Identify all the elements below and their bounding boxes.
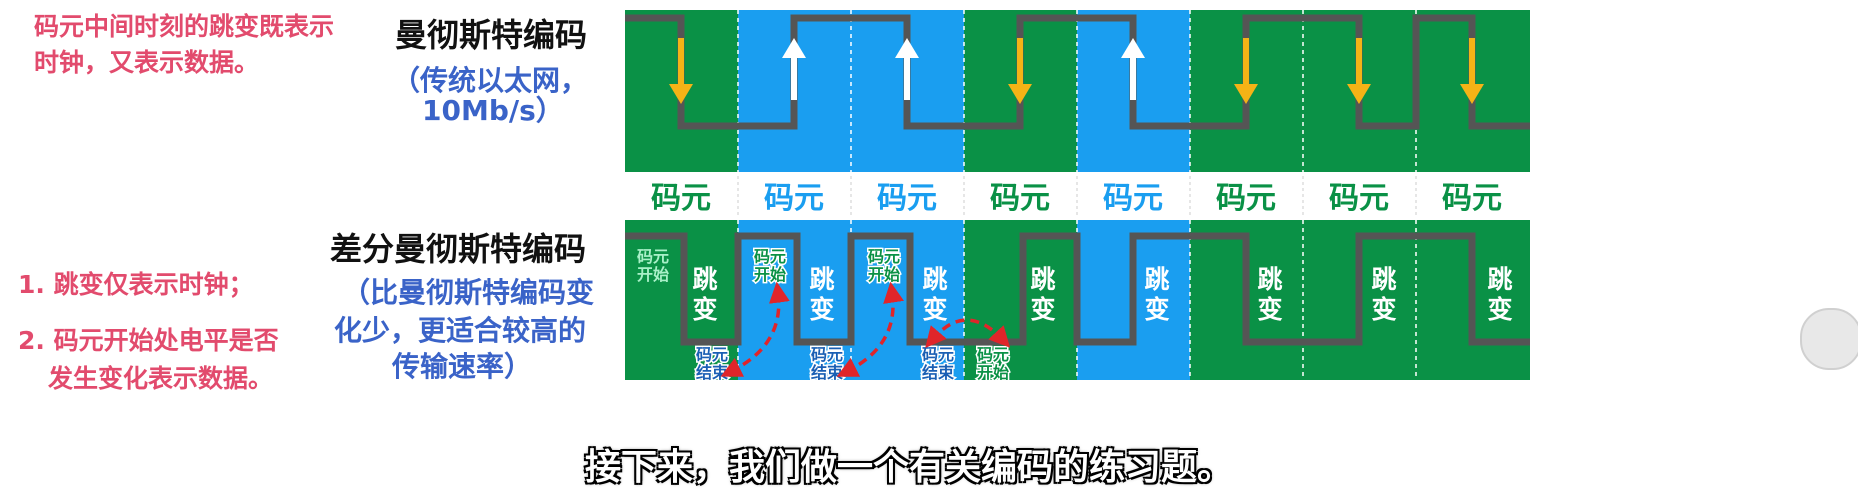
note-item1: 1. 跳变仅表示时钟； — [18, 270, 254, 299]
arrow-down-6 — [1234, 38, 1258, 104]
diff-desc-line3: 传输速率） — [392, 350, 533, 383]
bian-2: 变 — [809, 295, 834, 324]
code-unit-label-4: 码元 — [990, 181, 1050, 216]
code-unit-label-3: 码元 — [877, 181, 937, 216]
manchester-title: 曼彻斯特编码 — [395, 16, 588, 54]
arrow-up-5 — [1121, 38, 1145, 100]
label-row-separators — [737, 176, 1417, 218]
start-tag-1-bottom: 开始 — [637, 265, 669, 284]
side-panel-handle[interactable] — [1800, 308, 1858, 370]
end-tag-2-top: 码元 — [811, 345, 843, 364]
bian-6: 变 — [1257, 295, 1282, 324]
manchester-arrows — [669, 38, 1484, 104]
tiao-bian-labels: 跳 变 跳 变 跳 变 跳 变 跳 变 跳 变 跳 变 跳 变 — [692, 265, 1512, 324]
bian-1: 变 — [692, 295, 717, 324]
arrow-up-3 — [895, 38, 919, 100]
relation-arrows — [720, 281, 1011, 377]
tiao-3: 跳 — [922, 265, 947, 294]
bian-8: 变 — [1487, 295, 1512, 324]
diff-signal — [625, 232, 1530, 346]
note-item2-line1: 2. 码元开始处电平是否 — [18, 326, 279, 355]
end-tag-1-bottom: 结束 — [695, 363, 729, 382]
video-subtitle: 接下来，我们做一个有关编码的练习题。 — [585, 447, 1234, 488]
tiao-4: 跳 — [1030, 265, 1055, 294]
bian-5: 变 — [1144, 295, 1169, 324]
code-unit-label-5: 码元 — [1103, 181, 1163, 216]
note-top-line1: 码元中间时刻的跳变既表示 — [34, 12, 335, 41]
start-tag-3-top: 码元 — [868, 247, 900, 266]
start-tag-3-bottom: 开始 — [868, 265, 900, 284]
tiao-2: 跳 — [809, 265, 834, 294]
end-tag-3-top: 码元 — [922, 345, 954, 364]
diff-desc-line1: （比曼彻斯特编码变 — [342, 276, 595, 309]
tiao-7: 跳 — [1371, 265, 1396, 294]
code-start-tags: 码元 开始 码元 开始 码元 开始 码元 开始 — [637, 246, 1011, 384]
bian-7: 变 — [1371, 295, 1396, 324]
start-tag-1-top: 码元 — [637, 247, 669, 266]
tiao-5: 跳 — [1144, 265, 1169, 294]
start-tag-2-bottom: 开始 — [754, 265, 786, 284]
code-unit-label-1: 码元 — [651, 181, 711, 216]
arrow-down-7 — [1347, 38, 1371, 104]
bian-3: 变 — [922, 295, 947, 324]
note-item2-line2: 发生变化表示数据。 — [48, 364, 274, 393]
curve-arrow-1 — [720, 281, 790, 377]
diff-manchester-title: 差分曼彻斯特编码 — [330, 230, 587, 268]
end-tag-2-bottom: 结束 — [810, 363, 844, 382]
tiao-8: 跳 — [1487, 265, 1512, 294]
tiao-1: 跳 — [692, 265, 717, 294]
arrow-up-2 — [782, 38, 806, 100]
arrow-down-1 — [669, 38, 693, 104]
manchester-desc-line1: （传统以太网， — [392, 64, 589, 97]
start-tag-4-bottom: 开始 — [977, 363, 1009, 382]
code-unit-label-6: 码元 — [1216, 181, 1276, 216]
arrow-down-8 — [1460, 38, 1484, 104]
start-tag-4-top: 码元 — [977, 345, 1009, 364]
start-tag-2-top: 码元 — [754, 247, 786, 266]
diff-desc-line2: 化少，更适合较高的 — [334, 314, 587, 347]
end-tag-3-bottom: 结束 — [921, 363, 955, 382]
curve-arrow-2 — [836, 281, 904, 377]
tiao-6: 跳 — [1257, 265, 1282, 294]
code-unit-label-2: 码元 — [764, 181, 824, 216]
code-unit-label-8: 码元 — [1442, 181, 1502, 216]
code-unit-label-7: 码元 — [1329, 181, 1389, 216]
manchester-desc-line2: 10Mb/s） — [422, 94, 564, 127]
arrow-down-4 — [1008, 38, 1032, 104]
end-tag-1-top: 码元 — [696, 345, 728, 364]
code-end-tags: 码元 结束 码元 结束 码元 结束 — [693, 344, 956, 384]
note-top-line2: 时钟，又表示数据。 — [34, 48, 260, 77]
code-unit-labels: 码元 码元 码元 码元 码元 码元 码元 码元 — [651, 181, 1502, 216]
bian-4: 变 — [1030, 295, 1055, 324]
